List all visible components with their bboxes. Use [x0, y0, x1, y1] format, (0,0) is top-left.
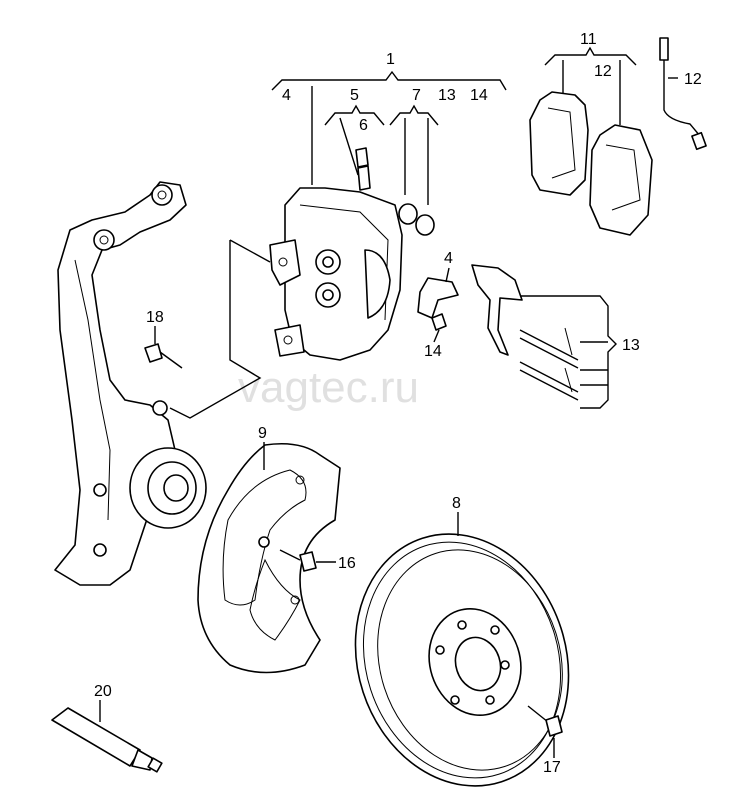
- spring-clip: [417, 277, 459, 319]
- bracket-group-13: [520, 295, 617, 409]
- small-bolt: [431, 313, 447, 331]
- bleeder-screw: [355, 147, 371, 191]
- callout-18: 18: [146, 309, 164, 326]
- callout-9: 9: [258, 425, 267, 442]
- callout-6: 6: [359, 117, 368, 134]
- brake-caliper: [269, 187, 403, 361]
- callout-14-top: 14: [470, 87, 488, 104]
- callout-4-top: 4: [282, 87, 291, 104]
- wear-sensor: [659, 37, 707, 151]
- splash-shield: [197, 442, 341, 674]
- caliper-bolt: [144, 343, 183, 369]
- anti-rattle-plate: [471, 264, 523, 356]
- bracket-group-1: [271, 70, 507, 205]
- disc-bolt: [527, 705, 563, 737]
- callout-20: 20: [94, 683, 112, 700]
- callout-12-sensor: 12: [684, 71, 702, 88]
- piston-seals: [398, 203, 435, 236]
- grease-tube: [51, 707, 163, 773]
- brake-disc: [354, 533, 570, 787]
- callout-7: 7: [412, 87, 421, 104]
- callout-13-right: 13: [622, 337, 640, 354]
- guide-pins: [519, 327, 579, 401]
- callout-14-right: 14: [424, 343, 442, 360]
- callout-1: 1: [386, 51, 395, 68]
- callout-4-right: 4: [444, 250, 453, 267]
- callout-5: 5: [350, 87, 359, 104]
- brake-pad-outer: [589, 124, 653, 236]
- shield-bolt: [279, 549, 317, 572]
- callout-11: 11: [580, 31, 597, 48]
- callout-8: 8: [452, 495, 461, 512]
- callout-13-top: 13: [438, 87, 456, 104]
- callout-12-pads: 12: [594, 63, 612, 80]
- caliper-mount-leader: [169, 239, 271, 419]
- callout-16: 16: [338, 555, 356, 572]
- callout-17: 17: [543, 759, 561, 776]
- wheel-hub: [129, 447, 207, 529]
- brake-pad-inner: [529, 91, 589, 196]
- watermark-text: vagtec.ru: [238, 363, 419, 412]
